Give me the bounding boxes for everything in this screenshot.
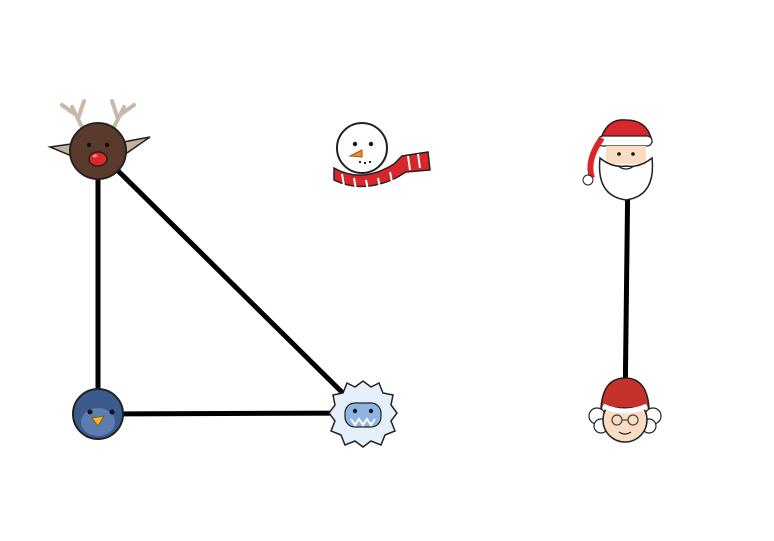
snowman-icon <box>333 122 431 191</box>
reindeer-icon <box>47 99 151 180</box>
yeti-icon <box>328 380 398 448</box>
graph-edges <box>95 160 631 417</box>
edge-santa-mrs-claus <box>622 185 631 395</box>
edge-penguin-yeti <box>110 410 347 417</box>
edge-reindeer-yeti <box>107 160 352 403</box>
penguin-icon <box>72 388 124 440</box>
santa-icon <box>582 119 654 201</box>
mrs-claus-icon <box>588 377 662 443</box>
